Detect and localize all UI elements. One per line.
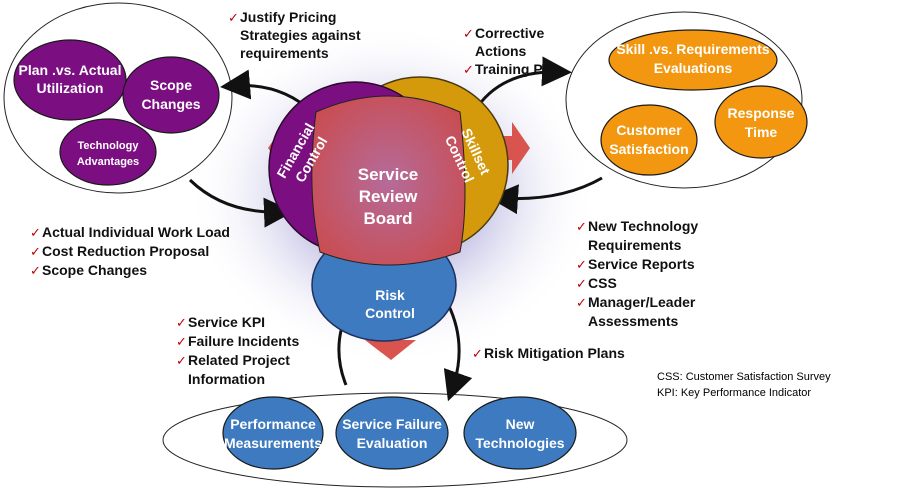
list-item-text: Strategies against [240, 27, 361, 43]
down-direction-arrow [365, 326, 416, 360]
check-icon: ✓ [472, 347, 483, 362]
legend-kpi: KPI: Key Performance Indicator [657, 387, 811, 399]
list-item-text: Information [188, 371, 265, 387]
list-item-text: Related Project [188, 352, 290, 368]
risk-control-label: Risk Control [365, 287, 415, 321]
list-item-text: Training Plan [475, 61, 563, 77]
list-financial-inputs: ✓Actual Individual Work Load✓Cost Reduct… [30, 224, 230, 279]
list-item-text: Service KPI [188, 314, 265, 330]
list-item-text: Assessments [588, 313, 678, 329]
list-item-text: requirements [240, 45, 329, 61]
bubble-response-time [714, 85, 808, 159]
check-icon: ✓ [176, 335, 187, 350]
service-review-board-label: Service Review Board [358, 165, 419, 228]
legend-css: CSS: Customer Satisfaction Survey [657, 371, 831, 383]
list-item-text: Justify Pricing [240, 9, 336, 25]
bubble-scope-changes [122, 56, 220, 134]
bubble-label-line: Advantages [77, 156, 139, 168]
list-item-text: Requirements [588, 237, 682, 253]
bubble-label-line: Evaluation [357, 435, 428, 451]
list-item-text: Corrective [475, 25, 544, 41]
list-item-text: New Technology [588, 218, 698, 234]
list-item-text: Actual Individual Work Load [42, 224, 230, 240]
bubble-label-line: Performance [230, 416, 316, 432]
bubble-label-line: Scope [150, 77, 192, 93]
list-item-text: Cost Reduction Proposal [42, 243, 209, 259]
bubble-label-line: Evaluations [654, 60, 733, 76]
check-icon: ✓ [576, 220, 587, 235]
check-icon: ✓ [576, 296, 587, 311]
bubble-skill-vs-requirements [608, 29, 778, 91]
check-icon: ✓ [30, 245, 41, 260]
bubble-label-line: Changes [141, 96, 200, 112]
bubble-label-line: Utilization [37, 80, 104, 96]
center-label-line: Board [363, 209, 412, 228]
bubble-label-line: Customer [616, 122, 682, 138]
bubble-label-line: Plan .vs. Actual [19, 62, 122, 78]
list-item-text: Actions [475, 43, 527, 59]
center-label-line: Service [358, 165, 419, 184]
check-icon: ✓ [176, 354, 187, 369]
check-icon: ✓ [176, 316, 187, 331]
check-icon: ✓ [576, 258, 587, 273]
bubble-plan-vs-actual [13, 39, 127, 121]
bubble-performance-measurements [222, 396, 324, 470]
list-item-text: Manager/Leader [588, 294, 696, 310]
connector-left-in [188, 178, 294, 228]
list-risk-inputs: ✓Service KPI✓Failure Incidents✓Related P… [176, 314, 299, 387]
center-label-line: Review [359, 187, 418, 206]
bubble-label-line: New [506, 416, 535, 432]
list-item-text: Failure Incidents [188, 333, 299, 349]
service-review-board-core [311, 95, 466, 266]
risk-label-line: Risk [375, 287, 405, 303]
legend: CSS: Customer Satisfaction Survey KPI: K… [657, 371, 831, 399]
list-risk-mitigation: ✓Risk Mitigation Plans [472, 345, 625, 362]
connector-right-in [488, 176, 603, 215]
bubble-label-line: Technologies [475, 435, 564, 451]
bubble-service-failure-evaluation [335, 396, 449, 470]
check-icon: ✓ [576, 277, 587, 292]
bubble-label-line: Response [728, 105, 795, 121]
bubble-new-technologies [463, 396, 577, 470]
list-item-text: Service Reports [588, 256, 695, 272]
list-item-text: Risk Mitigation Plans [484, 345, 625, 361]
bubble-customer-satisfaction [600, 104, 698, 176]
check-icon: ✓ [228, 11, 239, 26]
check-icon: ✓ [463, 63, 474, 78]
check-icon: ✓ [463, 27, 474, 42]
bubble-label-line: Service Failure [342, 416, 442, 432]
list-item-text: CSS [588, 275, 617, 291]
bubble-label-line: Satisfaction [609, 141, 688, 157]
bubble-technology-advantages [59, 118, 157, 186]
check-icon: ✓ [30, 226, 41, 241]
connector-bottom-out [443, 303, 473, 402]
bubble-label-line: Time [745, 124, 778, 140]
bubble-label-line: Measurements [224, 435, 322, 451]
right-direction-arrow [496, 122, 530, 174]
bubble-label-line: Technology [78, 140, 140, 152]
risk-label-line: Control [365, 305, 415, 321]
check-icon: ✓ [30, 264, 41, 279]
list-item-text: Scope Changes [42, 262, 147, 278]
bubble-label-line: Skill .vs. Requirements [616, 41, 769, 57]
